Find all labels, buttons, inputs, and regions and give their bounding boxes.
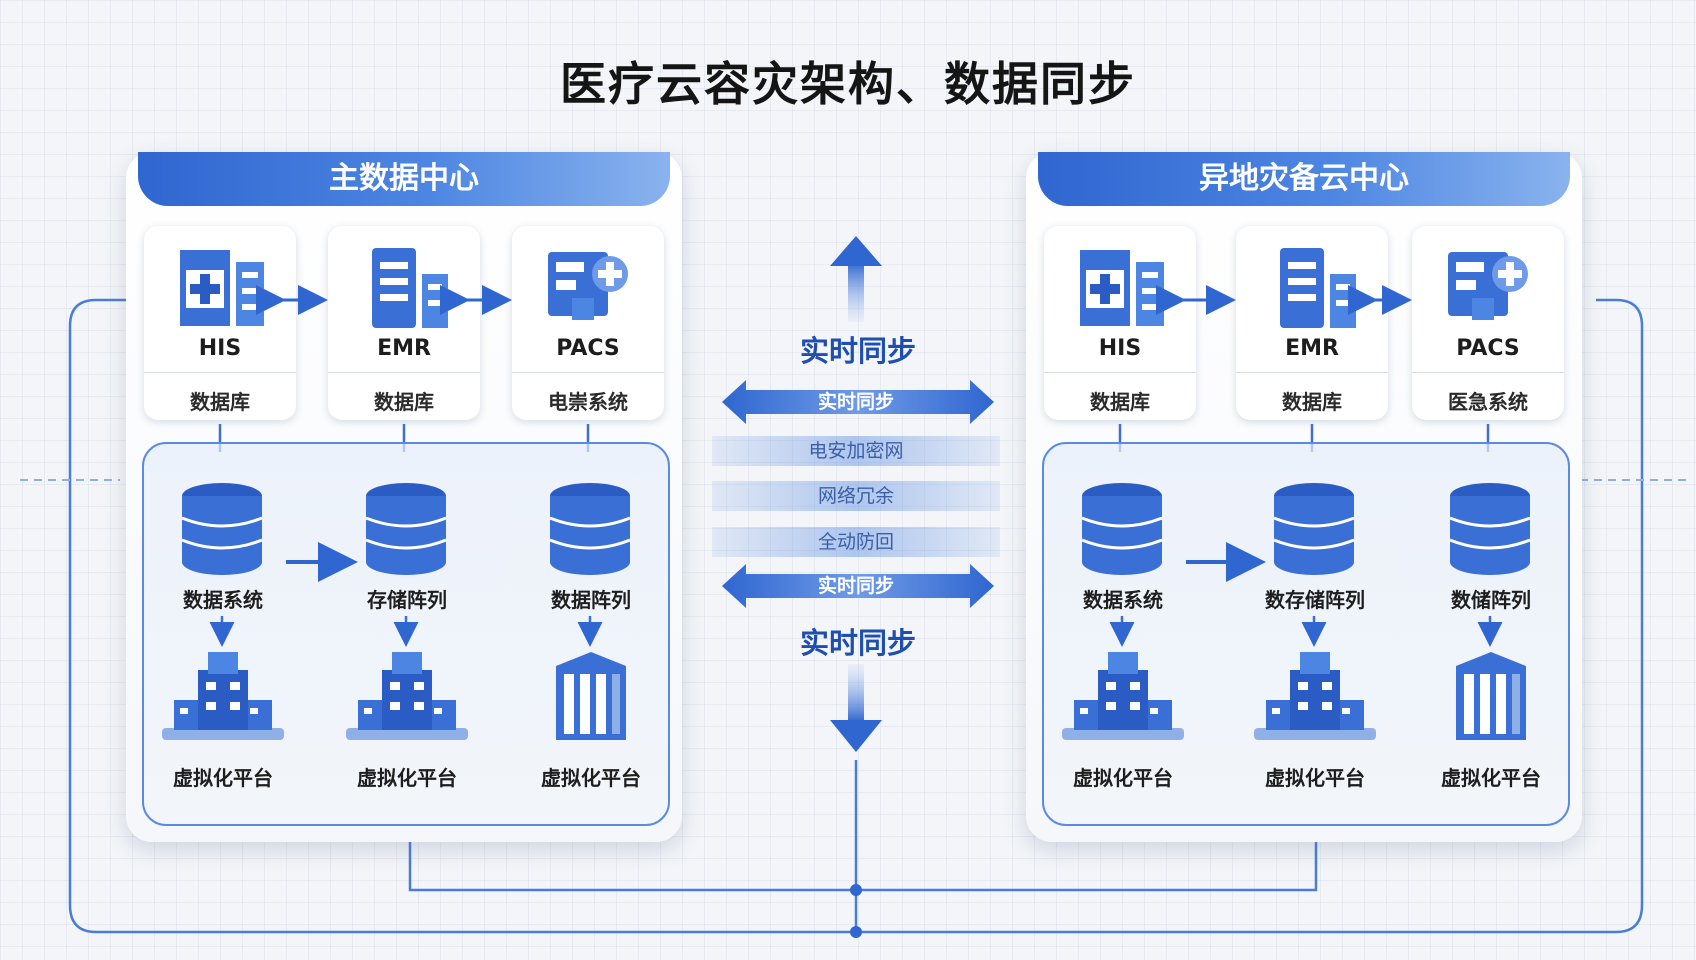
sync-layer-1: 电安加密网: [712, 436, 1000, 466]
imaging-icon: [548, 252, 628, 320]
hospital-icon: [1080, 250, 1164, 326]
sync-band-bottom-arrow: [722, 564, 994, 608]
sync-band-bottom: 实时同步: [817, 575, 894, 597]
inner-arrows: [1109, 542, 1503, 647]
database-icon: [1273, 483, 1355, 575]
storage-label: 数据系统: [1083, 588, 1163, 612]
sync-layer-3: 全动防回: [712, 527, 1000, 557]
app-subtitle: 数据库: [374, 390, 434, 414]
divider: [1412, 372, 1564, 373]
app-name: HIS: [198, 336, 242, 361]
sync-label-top: 实时同步: [799, 334, 916, 368]
divider: [1236, 372, 1388, 373]
server-building-icon: [1254, 652, 1376, 740]
storage-label: 数存储阵列: [1265, 588, 1365, 612]
emr-card[interactable]: EMR 数据库: [1236, 226, 1388, 420]
emr-card[interactable]: EMR 数据库: [328, 226, 480, 420]
storage-label: 数据系统: [183, 588, 263, 612]
bus-line: [408, 842, 1318, 892]
storage-virtualization-zone: 数据系统 数存储阵列 数储阵列: [1042, 442, 1570, 826]
divider: [144, 372, 296, 373]
server-building-icon: [1062, 652, 1184, 740]
storage-virtualization-zone: 数据系统 存储阵列 数据阵列: [142, 442, 670, 826]
server-building-icon: [162, 652, 284, 740]
platform-label: 虚拟化平台: [173, 766, 273, 790]
app-name: EMR: [1285, 336, 1339, 361]
divider: [1044, 372, 1196, 373]
app-subtitle: 电崇系统: [548, 390, 628, 414]
app-name: EMR: [377, 336, 431, 361]
app-name: PACS: [556, 336, 620, 361]
app-subtitle: 医急系统: [1448, 390, 1528, 414]
storage-label: 存储阵列: [367, 588, 447, 612]
inner-arrows: [209, 542, 603, 647]
platform-label: 虚拟化平台: [1073, 766, 1173, 790]
sync-band-top: 实时同步: [817, 391, 894, 413]
platform-label: 虚拟化平台: [357, 766, 457, 790]
sync-label-bottom: 实时同步: [799, 626, 916, 660]
primary-center-header: 主数据中心: [138, 152, 670, 206]
app-name: PACS: [1456, 336, 1520, 361]
page-title: 医疗云容灾架构、数据同步: [560, 57, 1136, 111]
his-card[interactable]: HIS 数据库: [1044, 226, 1196, 420]
office-building-icon: [556, 652, 626, 740]
his-card[interactable]: HIS 数据库: [144, 226, 296, 420]
database-icon: [1449, 483, 1531, 575]
sync-band-top-arrow: [722, 380, 994, 424]
bus-node-1: [850, 884, 862, 896]
records-icon: [372, 248, 448, 328]
database-icon: [549, 483, 631, 575]
primary-data-center-panel: 主数据中心 HIS 数据库 EMR 数据库: [126, 152, 682, 842]
database-icon: [1081, 483, 1163, 575]
imaging-icon: [1448, 252, 1528, 320]
app-subtitle: 数据库: [190, 390, 250, 414]
divider: [512, 372, 664, 373]
app-name: HIS: [1098, 336, 1142, 361]
storage-label: 数储阵列: [1451, 588, 1531, 612]
database-icon: [365, 483, 447, 575]
divider: [328, 372, 480, 373]
pacs-card[interactable]: PACS 电崇系统: [512, 226, 664, 420]
app-subtitle: 数据库: [1090, 390, 1150, 414]
office-building-icon: [1456, 652, 1526, 740]
server-building-icon: [346, 652, 468, 740]
platform-label: 虚拟化平台: [1265, 766, 1365, 790]
pacs-card[interactable]: PACS 医急系统: [1412, 226, 1564, 420]
platform-label: 虚拟化平台: [541, 766, 641, 790]
bus-node-2: [850, 926, 862, 938]
sync-layer-2: 网络冗余: [712, 481, 1000, 511]
dr-cloud-center-panel: 异地灾备云中心 HIS 数据库 EMR 数据库: [1026, 152, 1582, 842]
platform-label: 虚拟化平台: [1441, 766, 1541, 790]
storage-label: 数据阵列: [551, 588, 631, 612]
database-icon: [181, 483, 263, 575]
app-subtitle: 数据库: [1282, 390, 1342, 414]
dr-center-header: 异地灾备云中心: [1038, 152, 1570, 206]
